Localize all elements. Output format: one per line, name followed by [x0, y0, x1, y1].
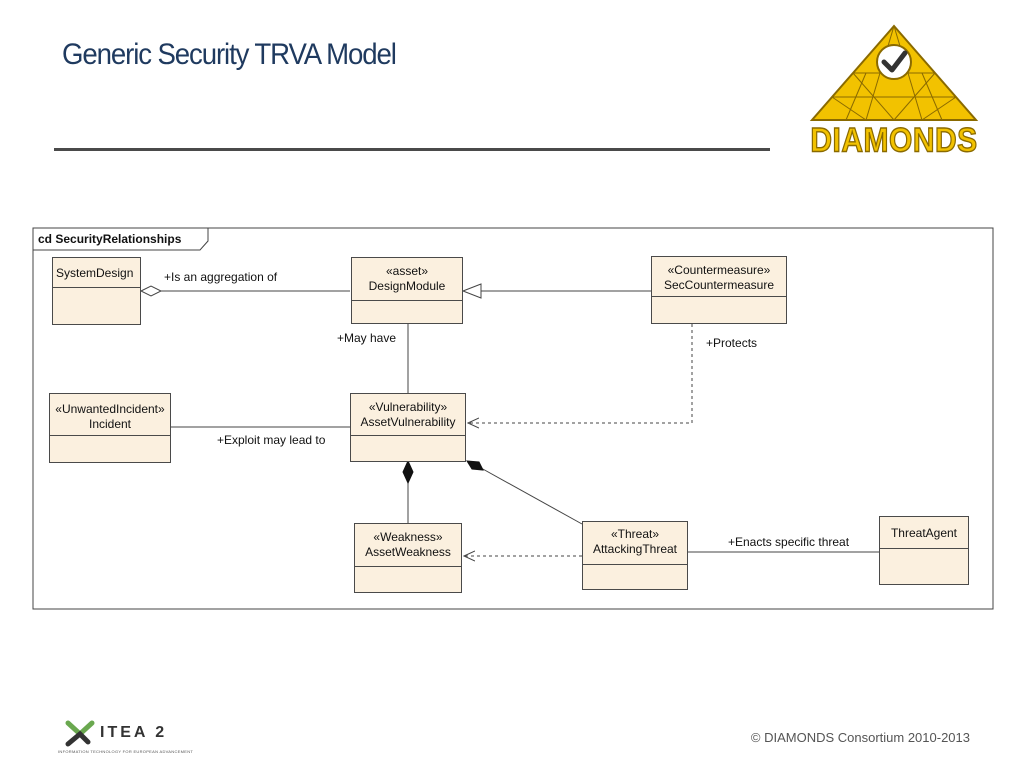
class-sec-countermeasure[interactable]: «Countermeasure» SecCountermeasure	[651, 256, 787, 324]
class-header: «UnwantedIncident» Incident	[50, 394, 170, 436]
class-header: «Weakness» AssetWeakness	[355, 524, 461, 567]
diagram-frame-label: cd SecurityRelationships	[38, 232, 182, 246]
class-header: «Vulnerability» AssetVulnerability	[351, 394, 465, 436]
stereotype-label: «asset»	[385, 264, 429, 278]
class-name: DesignModule	[368, 279, 446, 293]
class-name: AssetWeakness	[365, 545, 451, 559]
enacts-label: +Enacts specific threat	[728, 535, 850, 549]
class-header: «asset» DesignModule	[352, 258, 462, 301]
aggregation-diamond	[139, 285, 163, 297]
aggregation-label: +Is an aggregation of	[164, 270, 278, 284]
stereotype-label: «Weakness»	[373, 530, 443, 544]
protects-dependency	[468, 324, 693, 423]
footer-copyright: © DIAMONDS Consortium 2010-2013	[750, 730, 970, 745]
class-incident[interactable]: «UnwantedIncident» Incident	[49, 393, 171, 463]
itea2-tagline: INFORMATION TECHNOLOGY FOR EUROPEAN ADVA…	[58, 749, 194, 754]
class-name: Incident	[88, 417, 132, 431]
class-system-design[interactable]: SystemDesign	[52, 257, 141, 325]
class-design-module[interactable]: «asset» DesignModule	[351, 257, 463, 324]
may-have-label: +May have	[337, 331, 397, 345]
check-icon	[881, 50, 908, 73]
slide-title: Generic Security TRVA Model	[62, 38, 397, 71]
generalization-triangle	[461, 283, 482, 299]
class-name: AttackingThreat	[592, 542, 678, 556]
itea2-wordmark: ITEA 2	[100, 724, 168, 741]
exploit-label: +Exploit may lead to	[217, 433, 326, 447]
class-asset-weakness[interactable]: «Weakness» AssetWeakness	[354, 523, 462, 593]
weakness-composition-diamond	[402, 459, 414, 485]
frame-tab-outline	[33, 228, 209, 251]
class-name: ThreatAgent	[880, 517, 968, 549]
diamonds-logo	[809, 24, 979, 121]
stereotype-label: «Vulnerability»	[368, 400, 448, 414]
class-header: «Countermeasure» SecCountermeasure	[652, 257, 786, 297]
threat-composition-diamond	[466, 460, 484, 471]
class-name: SecCountermeasure	[663, 278, 775, 292]
class-header: «Threat» AttackingThreat	[583, 522, 687, 565]
class-name: SystemDesign	[53, 258, 140, 288]
protects-label: +Protects	[706, 336, 758, 350]
class-attacking-threat[interactable]: «Threat» AttackingThreat	[582, 521, 688, 590]
stereotype-label: «UnwantedIncident»	[55, 402, 165, 416]
class-name: AssetVulnerability	[360, 415, 456, 429]
class-asset-vulnerability[interactable]: «Vulnerability» AssetVulnerability	[350, 393, 466, 462]
class-threat-agent[interactable]: ThreatAgent	[879, 516, 969, 585]
stereotype-label: «Threat»	[610, 527, 660, 541]
diamonds-wordmark: DIAMONDS	[810, 121, 978, 160]
itea2-logo	[65, 720, 95, 747]
stereotype-label: «Countermeasure»	[667, 263, 771, 277]
threat-composition-line	[480, 467, 583, 525]
title-divider	[54, 148, 770, 151]
